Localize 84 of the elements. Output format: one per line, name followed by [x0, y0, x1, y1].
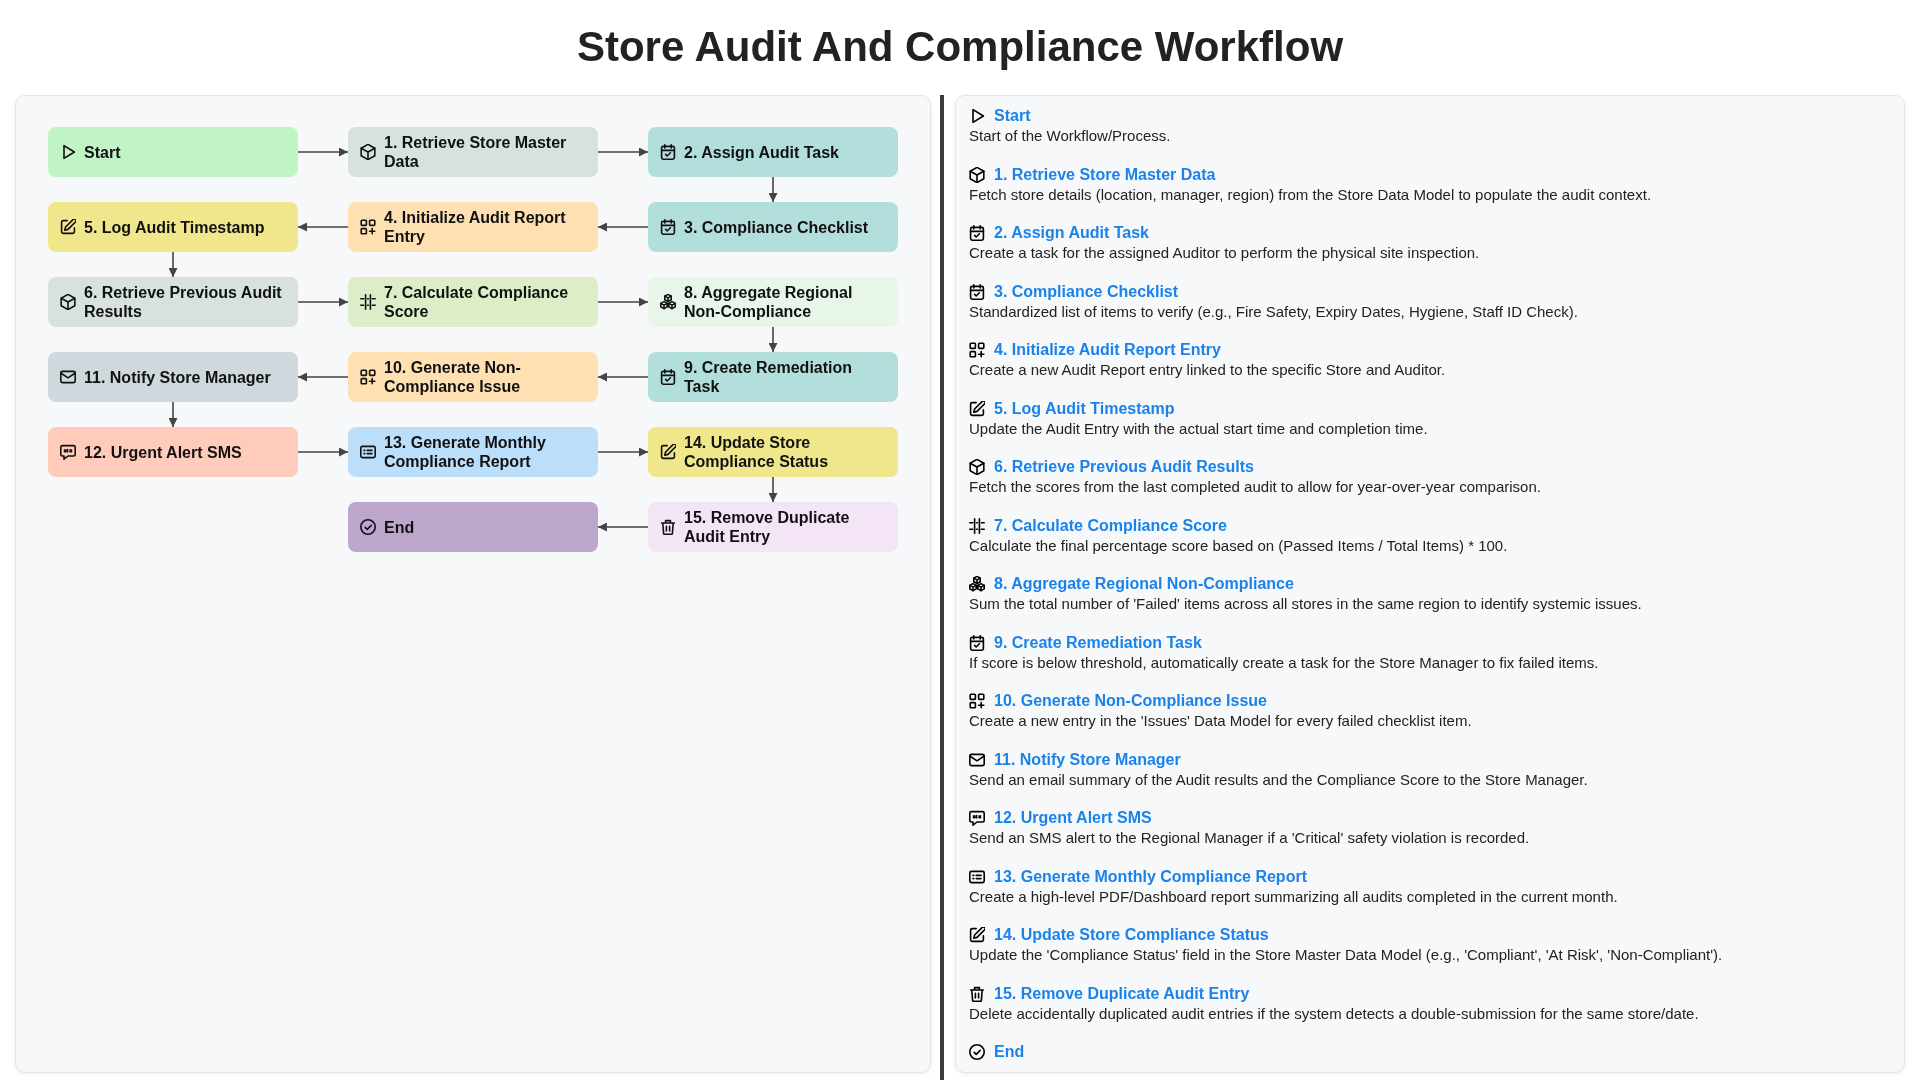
arrow: [768, 326, 778, 353]
node-text: 11. Notify Store Manager: [84, 367, 271, 387]
step-heading: 10. Generate Non-Compliance Issue: [994, 691, 1267, 711]
arrow: [597, 372, 649, 382]
step-description: Start of the Workflow/Process.: [969, 126, 1171, 146]
step-heading: 8. Aggregate Regional Non-Compliance: [994, 574, 1294, 594]
arrow: [297, 372, 349, 382]
node-text: 10. Generate Non-Compliance Issue: [384, 358, 522, 396]
node-text: 6. Retrieve Previous Audit Results: [84, 283, 283, 321]
process-box: [648, 202, 898, 252]
process-box: [48, 277, 298, 327]
process-box: [348, 202, 598, 252]
step-heading: 7. Calculate Compliance Score: [994, 515, 1227, 536]
node-text: 7. Calculate Compliance Score: [384, 283, 570, 321]
step-description: Create a new Audit Report entry linked to the specific Store and Auditor.: [969, 360, 1446, 380]
process-box: [648, 427, 898, 477]
arrow: [297, 297, 349, 307]
node-text: Start: [84, 142, 121, 162]
arrow: [597, 297, 649, 307]
step-description: Fetch store details (location, manager, region) from the Store Data Model to populate the audit context.: [969, 184, 1652, 205]
process-box: [48, 352, 298, 402]
arrow: [168, 251, 178, 278]
process-box: [648, 277, 898, 327]
node-text: 13. Generate Monthly Compliance Report: [384, 433, 547, 471]
process-box: [348, 277, 598, 327]
step-description: Create a task for the assigned Auditor to perform the physical site inspection.: [969, 243, 1480, 263]
step-heading: 11. Notify Store Manager: [994, 749, 1181, 770]
node-text: 5. Log Audit Timestamp: [84, 217, 265, 237]
step-description: Send an email summary of the Audit results and the Compliance Score to the Store Manager.: [969, 769, 1588, 790]
start-box: [48, 127, 298, 177]
node-text: 15. Remove Duplicate Audit Entry: [684, 508, 851, 546]
step-description: Standardized list of items to verify (e.g., Fire Safety, Expiry Dates, Hygiene, Staff ID Check).: [969, 301, 1578, 322]
step-heading: 5. Log Audit Timestamp: [994, 398, 1175, 419]
arrow: [597, 222, 649, 232]
process-box: [48, 427, 298, 477]
process-box: [348, 427, 598, 477]
step-description: Delete accidentally duplicated audit entries if the system detects a double-submission for the same store/date.: [969, 1003, 1699, 1024]
arrow: [768, 176, 778, 203]
node-text: 8. Aggregate Regional Non-Compliance: [684, 283, 854, 321]
step-description: Create a high-level PDF/Dashboard report summarizing all audits completed in the current month.: [969, 886, 1618, 907]
step-heading: 3. Compliance Checklist: [994, 281, 1179, 302]
step-heading: 4. Initialize Audit Report Entry: [994, 340, 1221, 360]
node-text: 3. Compliance Checklist: [684, 217, 869, 237]
node-text: 12. Urgent Alert SMS: [84, 442, 242, 462]
step-heading: 15. Remove Duplicate Audit Entry: [994, 983, 1250, 1004]
step-description: Fetch the scores from the last completed audit to allow for year-over-year comparison.: [969, 477, 1541, 497]
arrow: [597, 147, 649, 157]
step-description: Update the Audit Entry with the actual start time and completion time.: [969, 418, 1428, 439]
end-box: [348, 502, 598, 552]
step-heading: 6. Retrieve Previous Audit Results: [994, 457, 1254, 477]
node-text: 14. Update Store Compliance Status: [684, 433, 830, 471]
arrow: [297, 222, 349, 232]
arrow: [597, 522, 649, 532]
step-description: Update the 'Compliance Status' field in the Store Master Data Model (e.g., 'Compliant', 'At Risk', 'Non-Compliant').: [969, 945, 1723, 965]
step-description: Send an SMS alert to the Regional Manager if a 'Critical' safety violation is recorded.: [969, 828, 1530, 848]
node-text: 1. Retrieve Store Master Data: [384, 133, 568, 171]
node-text: 4. Initialize Audit Report Entry: [384, 208, 567, 246]
arrow: [297, 147, 349, 157]
node-text: End: [384, 517, 415, 537]
step-heading: 13. Generate Monthly Compliance Report: [994, 866, 1307, 887]
step-heading: 14. Update Store Compliance Status: [994, 925, 1269, 945]
step-heading: 12. Urgent Alert SMS: [994, 808, 1152, 828]
step-heading: 9. Create Remediation Task: [994, 632, 1202, 653]
node-text: 2. Assign Audit Task: [684, 142, 839, 162]
step-heading: 2. Assign Audit Task: [994, 223, 1149, 243]
step-description: Create a new entry in the 'Issues' Data Model for every failed checklist item.: [969, 711, 1472, 731]
step-description: Calculate the final percentage score based on (Passed Items / Total Items) * 100.: [969, 535, 1508, 556]
process-box: [648, 127, 898, 177]
step-description: If score is below threshold, automatically create a task for the Store Manager to fix failed items.: [969, 652, 1599, 673]
process-box: [48, 202, 298, 252]
process-box: [648, 502, 898, 552]
step-description: Sum the total number of 'Failed' items across all stores in the same region to identify systemic issues.: [969, 594, 1642, 614]
process-box: [348, 352, 598, 402]
step-heading: 1. Retrieve Store Master Data: [994, 164, 1216, 185]
arrow: [597, 447, 649, 457]
process-box: [348, 127, 598, 177]
step-heading: End: [994, 1042, 1025, 1062]
arrow: [168, 401, 178, 428]
arrow: [768, 476, 778, 503]
page-title: Store Audit And Compliance Workflow: [576, 22, 1344, 72]
node-text: 9. Create Remediation Task: [684, 358, 854, 396]
process-box: [648, 352, 898, 402]
arrow: [297, 447, 349, 457]
step-heading: Start: [994, 106, 1031, 126]
